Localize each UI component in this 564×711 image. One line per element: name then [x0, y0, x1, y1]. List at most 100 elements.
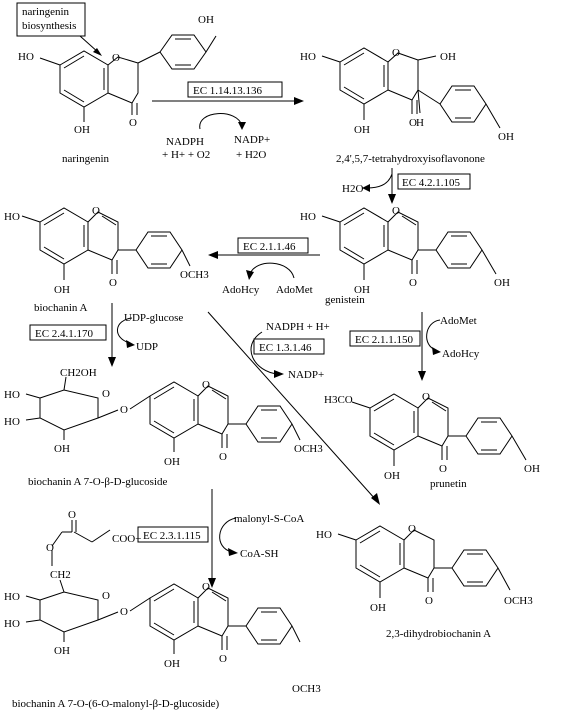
atom-och3: OCH3 — [504, 595, 533, 607]
label-prunetin: prunetin — [430, 478, 467, 490]
cofactor-adomet: AdoMet — [276, 284, 313, 296]
cofactor-udp-glucose: UDP-glucose — [124, 312, 183, 324]
atom-o: O — [129, 117, 137, 129]
atom-och3: OCH3 — [294, 443, 323, 455]
atom-coo: COO− — [112, 533, 141, 545]
atom-oh: OH — [54, 284, 70, 296]
label-malonyl-glucoside: biochanin A 7-O-(6-O-malonyl-β-D-glucosi… — [12, 698, 220, 710]
atom-och3: OCH3 — [180, 269, 209, 281]
reaction-ec-2-3-1-115: EC 2.3.1.115 malonyl-S-CoA CoA-SH — [137, 489, 304, 588]
enzyme-ec4: EC 2.4.1.170 — [35, 328, 94, 340]
atom-o: O — [422, 391, 430, 403]
atom-oh: OH — [54, 645, 70, 657]
cofactor-malonyl-coa: malonyl-S-CoA — [234, 513, 304, 525]
atom-o: O — [409, 117, 417, 129]
cofactor-udp: UDP — [136, 341, 158, 353]
box-label-line1: naringenin — [22, 6, 70, 18]
atom-o: O — [102, 590, 110, 602]
enzyme-ec1: EC 1.14.13.136 — [193, 85, 263, 97]
biochanin-a-structure: O O HO OH OCH3 biochanin A — [4, 205, 209, 314]
enzyme-ec3: EC 2.1.1.46 — [243, 241, 296, 253]
atom-ho: HO — [4, 211, 20, 223]
atom-och3: OCH3 — [292, 683, 321, 695]
atom-o: O — [120, 404, 128, 416]
atom-oh: OH — [54, 443, 70, 455]
atom-o: O — [46, 542, 54, 554]
label-tetrahydroxy: 2,4',5,7-tetrahydroxyisoflavonone — [336, 153, 485, 165]
prunetin-structure: O O H3CO OH OH prunetin — [324, 391, 540, 490]
atom-o: O — [109, 277, 117, 289]
genistein-structure: O O HO OH OH genistein — [300, 205, 510, 306]
atom-ho: HO — [4, 618, 20, 630]
reaction-ec-1-14-13-136: EC 1.14.13.136 NADPH + H+ + O2 NADP+ + H… — [152, 81, 304, 161]
atom-o: O — [92, 205, 100, 217]
cofactor-adohcy-2: AdoHcy — [442, 348, 480, 360]
cofactor-h-o2: + H+ + O2 — [162, 149, 210, 161]
enzyme-ec6: EC 2.1.1.150 — [355, 334, 414, 346]
reaction-ec-2-4-1-170: EC 2.4.1.170 UDP-glucose UDP — [29, 303, 183, 367]
cofactor-nadph: NADPH — [166, 136, 204, 148]
atom-ho: HO — [300, 51, 316, 63]
label-naringenin: naringenin — [62, 153, 110, 165]
atom-o: O — [202, 379, 210, 391]
reaction-ec-4-2-1-105: EC 4.2.1.105 H2O — [342, 168, 471, 204]
naringenin-structure: O O OH HO OH naringenin — [18, 14, 217, 165]
atom-ho: HO — [316, 529, 332, 541]
cofactor-nadp: NADP+ — [234, 134, 270, 146]
atom-ho: HO — [4, 389, 20, 401]
cofactor-h2o-2: H2O — [342, 183, 363, 195]
atom-ho: HO — [300, 211, 316, 223]
atom-o: O — [219, 451, 227, 463]
atom-oh: OH — [370, 602, 386, 614]
cofactor-coa-sh: CoA-SH — [240, 548, 279, 560]
atom-o: O — [408, 523, 416, 535]
atom-oh: OH — [164, 456, 180, 468]
atom-o: O — [392, 205, 400, 217]
atom-oh: OH — [494, 277, 510, 289]
reaction-ec-2-1-1-46: EC 2.1.1.46 AdoHcy AdoMet — [208, 237, 320, 296]
atom-o: O — [392, 47, 400, 59]
atom-h3co: H3CO — [324, 394, 353, 406]
atom-o: O — [219, 653, 227, 665]
enzyme-ec2: EC 4.2.1.105 — [402, 177, 461, 189]
label-biochanin-a: biochanin A — [34, 302, 88, 314]
atom-o: O — [102, 388, 110, 400]
cofactor-adohcy: AdoHcy — [222, 284, 260, 296]
naringenin-biosynthesis-box: naringenin biosynthesis — [16, 2, 102, 56]
atom-oh: OH — [440, 51, 456, 63]
cofactor-h2o: + H2O — [236, 149, 266, 161]
label-dihydro: 2,3-dihydrobiochanin A — [386, 628, 491, 640]
tetrahydroxyisoflavonone-structure: O O OH H HO OH OH 2,4',5,7-tetrahydroxyi… — [300, 47, 514, 165]
atom-oh: OH — [498, 131, 514, 143]
atom-oh: OH — [354, 284, 370, 296]
atom-o: O — [120, 606, 128, 618]
enzyme-ec7: EC 2.3.1.115 — [143, 530, 201, 542]
reaction-ec-2-1-1-150: EC 2.1.1.150 AdoMet AdoHcy — [349, 312, 480, 381]
atom-oh: OH — [74, 124, 90, 136]
dihydrobiochanin-a-structure: O O HO OH OCH3 2,3-dihydrobiochanin A — [316, 523, 533, 640]
atom-oh: OH — [354, 124, 370, 136]
malonyl-glucoside-structure: O O COO− CH2 HO HO OH O O O O OH OCH3 — [4, 509, 321, 710]
atom-o: O — [202, 581, 210, 593]
atom-ch2oh: CH2OH — [60, 367, 97, 379]
atom-ho: HO — [18, 51, 34, 63]
reaction-ec-1-3-1-46: EC 1.3.1.46 NADPH + H+ NADP+ — [207, 311, 380, 505]
label-glucoside: biochanin A 7-O-β-D-glucoside — [28, 476, 168, 488]
atom-o: O — [439, 463, 447, 475]
enzyme-ec5: EC 1.3.1.46 — [259, 342, 312, 354]
label-genistein: genistein — [325, 294, 365, 306]
atom-oh: OH — [524, 463, 540, 475]
atom-o: O — [425, 595, 433, 607]
cofactor-nadp-2: NADP+ — [288, 369, 324, 381]
atom-oh: OH — [384, 470, 400, 482]
atom-ho: HO — [4, 591, 20, 603]
atom-o: O — [112, 52, 120, 64]
atom-o: O — [68, 509, 76, 521]
atom-ho: HO — [4, 416, 20, 428]
atom-ch2: CH2 — [50, 569, 71, 581]
atom-o: O — [409, 277, 417, 289]
cofactor-nadph-h: NADPH + H+ — [266, 321, 330, 333]
atom-oh: OH — [164, 658, 180, 670]
cofactor-adomet-2: AdoMet — [440, 315, 477, 327]
